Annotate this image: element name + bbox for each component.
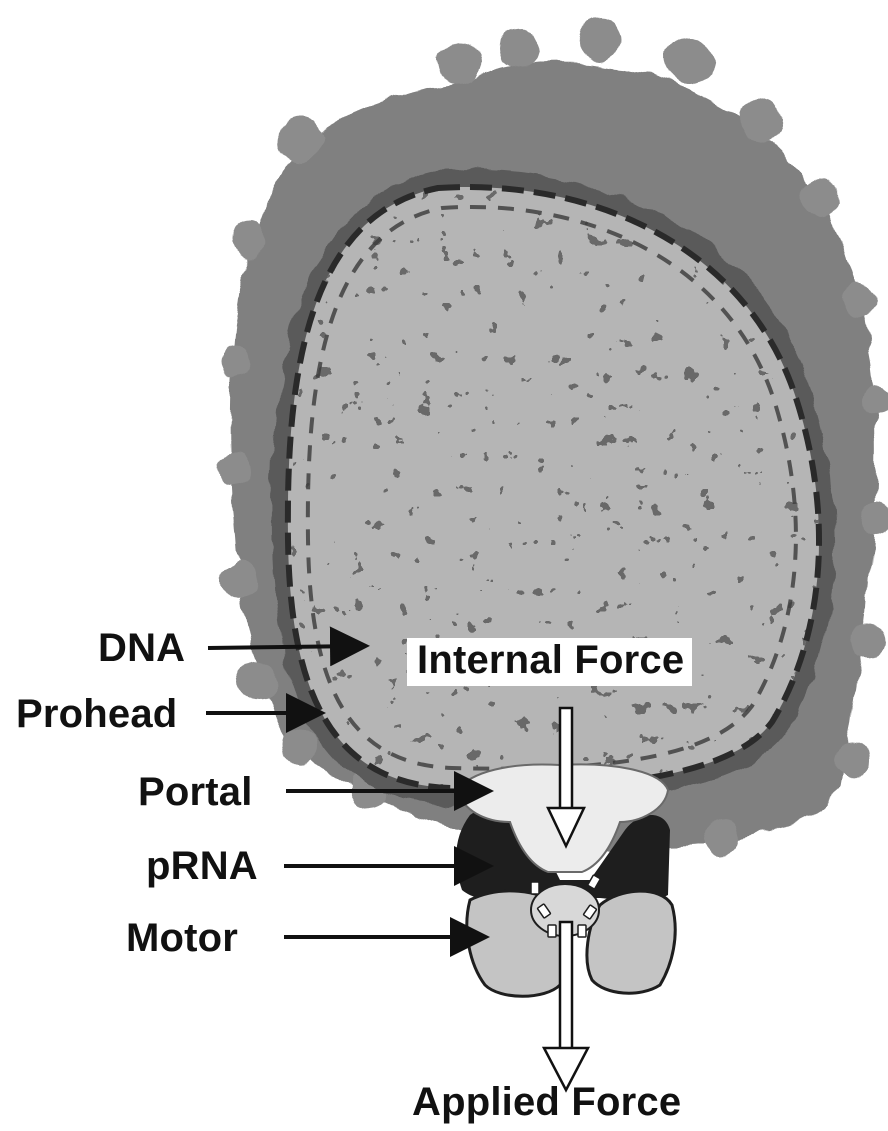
dna-label: DNA [98,628,185,668]
applied-force-label: Applied Force [412,1082,681,1122]
internal-force-label: Internal Force [407,638,692,686]
portal-label: Portal [138,772,253,812]
prohead-label: Prohead [16,694,177,734]
prna-label: pRNA [146,846,258,886]
dna-pointer-arrow [208,646,362,648]
motor-label: Motor [126,918,238,958]
